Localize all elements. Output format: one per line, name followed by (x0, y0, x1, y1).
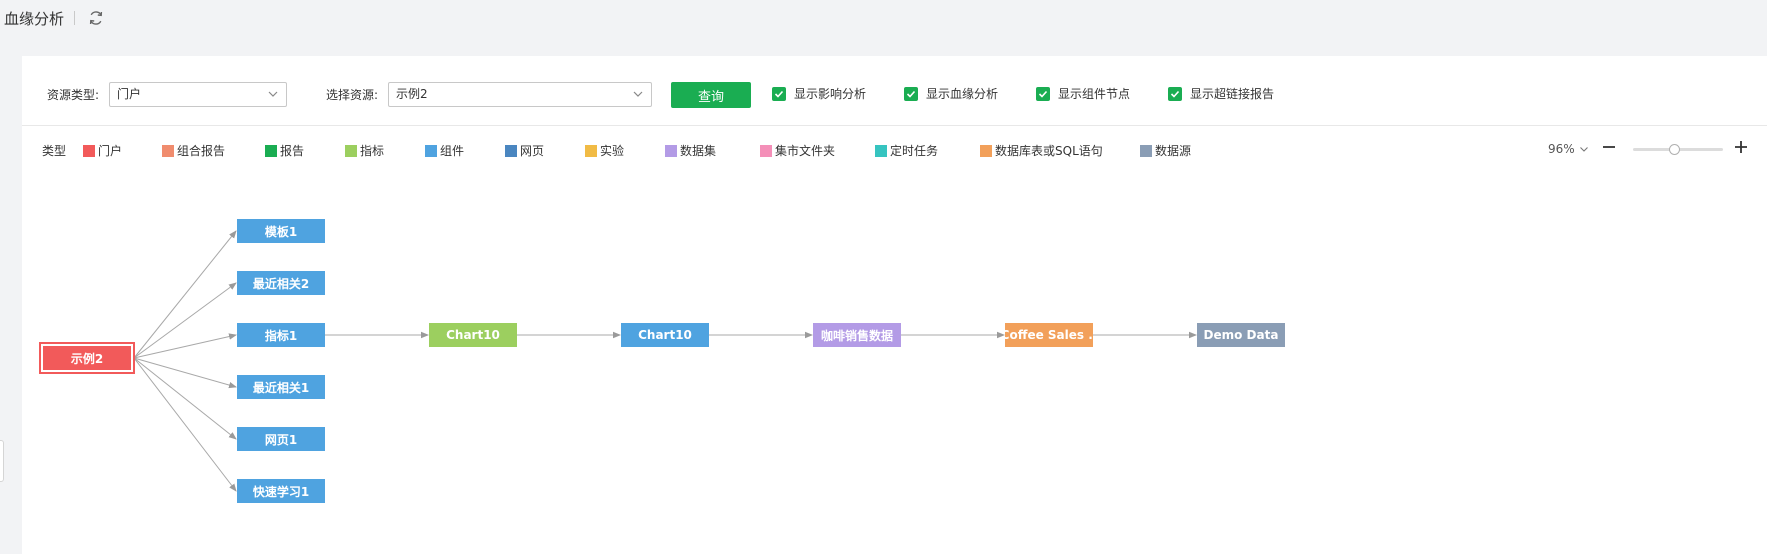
legend-item: 组件 (425, 142, 464, 159)
minus-icon (1603, 146, 1615, 148)
legend-swatch (265, 144, 277, 157)
top-bar: 血缘分析 (0, 0, 1767, 36)
lineage-edge (133, 230, 237, 359)
lineage-chain-node[interactable]: Demo Data (1197, 323, 1285, 347)
show-impact-checkbox[interactable]: 显示影响分析 (772, 85, 866, 102)
legend-item: 定时任务 (875, 142, 938, 159)
zoom-slider-handle[interactable] (1669, 144, 1681, 155)
legend-label: 集市文件夹 (775, 144, 836, 158)
lineage-chain-node[interactable]: Coffee Sales .. (1005, 323, 1093, 347)
checkbox-checked-icon[interactable] (904, 86, 918, 101)
checkbox-label: 显示影响分析 (794, 87, 867, 101)
lineage-chain-node[interactable]: 咖啡销售数据 (813, 323, 901, 347)
legend-swatch (345, 144, 357, 157)
lineage-edge (133, 282, 237, 359)
legend-swatch (1140, 144, 1152, 157)
resource-type-select[interactable]: 门户 (109, 82, 287, 107)
lineage-edge (133, 357, 237, 440)
chevron-down-icon (268, 91, 278, 97)
legend-label: 组合报告 (177, 144, 226, 158)
show-component-nodes-checkbox[interactable]: 显示组件节点 (1036, 85, 1130, 102)
legend-item: 数据库表或SQL语句 (980, 142, 1103, 159)
zoom-select[interactable]: 96% (1548, 142, 1590, 156)
lineage-chain-node[interactable]: Chart10 (429, 323, 517, 347)
zoom-slider[interactable] (1633, 144, 1723, 155)
legend-item: 集市文件夹 (760, 142, 835, 159)
legend-label: 门户 (98, 144, 123, 158)
page-title: 血缘分析 (4, 9, 65, 28)
legend-label: 网页 (520, 144, 545, 158)
lineage-child-node[interactable]: 网页1 (237, 427, 325, 451)
lineage-child-node[interactable]: 最近相关2 (237, 271, 325, 295)
lineage-chain-node[interactable]: Chart10 (621, 323, 709, 347)
legend-item: 报告 (265, 142, 304, 159)
side-panel-handle[interactable] (0, 440, 4, 482)
legend-swatch (585, 144, 597, 157)
title-divider (74, 11, 76, 25)
chevron-down-icon (1579, 147, 1588, 152)
lineage-edge (133, 333, 237, 359)
legend-label: 数据源 (1155, 144, 1192, 158)
refresh-icon[interactable] (87, 9, 105, 27)
legend-label: 指标 (360, 144, 385, 158)
legend-label: 实验 (600, 144, 625, 158)
lineage-card: 资源类型: 门户 选择资源: 示例2 查询 显示影响分析 显示血缘分析 显示组件… (22, 56, 1767, 554)
legend-swatch (505, 144, 517, 157)
checkbox-label: 显示超链接报告 (1190, 87, 1275, 101)
type-legend: 类型 门户 组合报告 报告 指标 组件 网页 实验 数据集 集市文件夹 定时任务 数据库表或SQL语… (22, 127, 1767, 167)
legend-label: 组件 (440, 144, 465, 158)
legend-item: 数据集 (665, 142, 716, 159)
legend-label: 数据集 (680, 144, 717, 158)
legend-swatch (665, 144, 677, 157)
legend-label: 定时任务 (890, 144, 939, 158)
legend-item: 门户 (83, 142, 122, 159)
lineage-child-node[interactable]: 最近相关1 (237, 375, 325, 399)
lineage-child-node[interactable]: 模板1 (237, 219, 325, 243)
legend-swatch (425, 144, 437, 157)
legend-label: 数据库表或SQL语句 (995, 144, 1103, 158)
resource-select-value: 示例2 (396, 87, 428, 101)
legend-item: 实验 (585, 142, 624, 159)
zoom-value: 96% (1548, 142, 1575, 156)
checkbox-label: 显示血缘分析 (926, 87, 999, 101)
resource-select[interactable]: 示例2 (388, 82, 652, 107)
legend-item: 组合报告 (162, 142, 225, 159)
legend-swatch (875, 144, 887, 157)
legend-label: 报告 (280, 144, 305, 158)
legend-swatch (162, 144, 174, 157)
checkbox-checked-icon[interactable] (772, 86, 786, 101)
checkbox-label: 显示组件节点 (1058, 87, 1131, 101)
lineage-child-node[interactable]: 指标1 (237, 323, 325, 347)
zoom-out-button[interactable] (1599, 137, 1619, 157)
plus-icon (1735, 141, 1747, 153)
lineage-root-node[interactable]: 示例2 (43, 346, 131, 370)
legend-item: 指标 (345, 142, 384, 159)
legend-item: 数据源 (1140, 142, 1191, 159)
legend-swatch (83, 144, 95, 157)
chevron-down-icon (633, 91, 643, 97)
checkbox-checked-icon[interactable] (1168, 86, 1182, 101)
lineage-edges (133, 230, 1197, 492)
lineage-edge (133, 357, 237, 492)
select-resource-label: 选择资源: (326, 88, 379, 102)
query-button[interactable]: 查询 (671, 82, 751, 108)
resource-type-value: 门户 (117, 87, 142, 101)
zoom-in-button[interactable] (1731, 137, 1751, 157)
filter-bar: 资源类型: 门户 选择资源: 示例2 查询 显示影响分析 显示血缘分析 显示组件… (22, 56, 1767, 126)
legend-swatch (980, 144, 992, 157)
resource-type-label: 资源类型: (47, 88, 100, 102)
checkbox-checked-icon[interactable] (1036, 86, 1050, 101)
show-hyperlink-report-checkbox[interactable]: 显示超链接报告 (1168, 85, 1274, 102)
legend-item: 网页 (505, 142, 544, 159)
legend-title: 类型 (42, 144, 67, 158)
show-lineage-checkbox[interactable]: 显示血缘分析 (904, 85, 998, 102)
legend-swatch (760, 144, 772, 157)
lineage-edge (133, 357, 237, 389)
lineage-child-node[interactable]: 快速学习1 (237, 479, 325, 503)
